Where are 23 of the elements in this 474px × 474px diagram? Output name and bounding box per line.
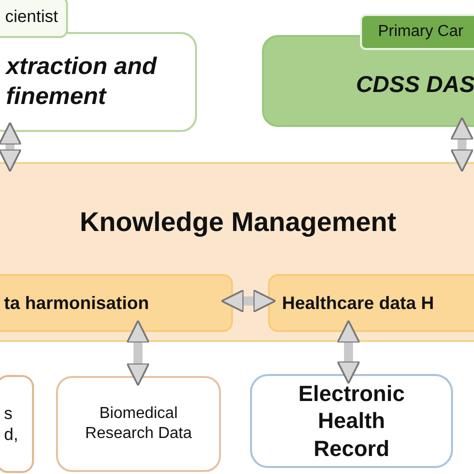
node-label: cientist [5,6,58,28]
double-arrow [220,289,276,313]
data-source-box [250,374,453,468]
node-label: ta harmonisation [4,292,150,314]
process-box [0,274,233,332]
process-box [268,274,474,332]
double-arrow [0,122,22,172]
node-label: s d, [4,402,20,446]
data-source-box [0,375,34,473]
node-label: Knowledge Management [80,206,396,239]
role-tab [0,0,68,38]
double-arrow [450,116,474,172]
node-label: Primary Car [378,22,464,42]
node-label: Electronic Health Record [297,380,406,462]
node-label: Healthcare data H [282,292,434,314]
node-label: Biomedical Research Data [84,404,193,444]
process-box [0,32,197,132]
management-panel [0,162,474,342]
node-label: xtraction and finement [6,52,158,112]
double-arrow [126,320,150,386]
role-tab [360,14,474,50]
double-arrow [336,320,360,384]
data-source-box [56,376,221,472]
